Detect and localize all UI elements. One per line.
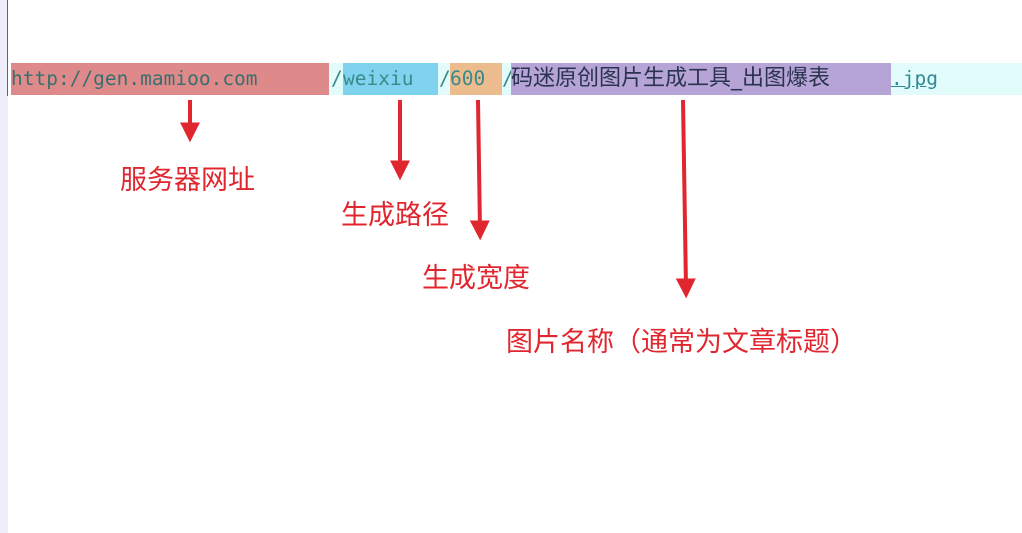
arrow-name xyxy=(675,99,696,299)
label-name: 图片名称（通常为文章标题） xyxy=(506,327,857,358)
label-width: 生成宽度 xyxy=(422,263,530,294)
url-separator-2: / xyxy=(439,67,451,90)
label-path: 生成路径 xyxy=(341,200,449,231)
url-server-segment: http://gen.mamioo.com xyxy=(11,63,329,95)
url-width-segment: 600 xyxy=(450,63,502,95)
url-separator-3: / xyxy=(502,67,514,90)
url-separator-1: / xyxy=(331,67,343,90)
label-server: 服务器网址 xyxy=(120,165,255,196)
arrow-width xyxy=(469,99,490,241)
url-extension: .jpg xyxy=(891,67,938,90)
url-line: http://gen.mamioo.com / weixiu / 600 / 码… xyxy=(11,63,1022,95)
url-name-segment: 码迷原创图片生成工具_出图爆表 xyxy=(511,63,891,95)
cursor-line xyxy=(7,0,8,96)
url-path-segment: weixiu xyxy=(343,63,438,95)
editor-gutter xyxy=(0,0,8,533)
